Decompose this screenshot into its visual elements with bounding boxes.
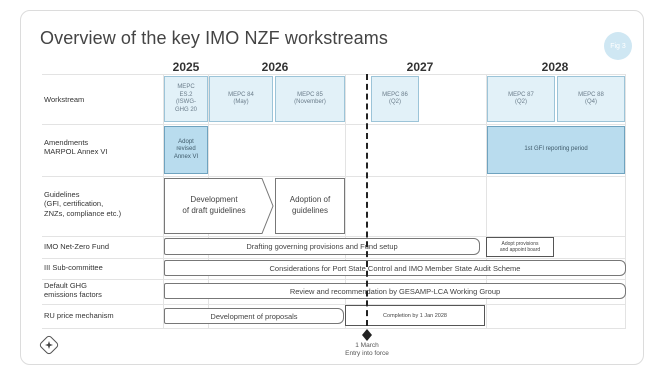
grid-line [486, 74, 487, 329]
grid-line [42, 279, 626, 280]
gesamp-lca-bar: Review and recommendation by GESAMP-LCA … [164, 283, 626, 299]
row-label-fund: IMO Net-Zero Fund [44, 242, 110, 251]
mepc-85-cell: MEPC 85(November) [275, 76, 345, 122]
mepc-87-cell: MEPC 87(Q2) [487, 76, 555, 122]
row-label-ru: RU price mechanism [44, 311, 114, 320]
gfi-reporting-period-cell: 1st GFI reporting period [487, 126, 625, 174]
grid-line [42, 304, 626, 305]
mepc-86-cell: MEPC 86(Q2) [371, 76, 419, 122]
year-2028: 2028 [541, 60, 569, 74]
mepc-84-cell: MEPC 84(May) [209, 76, 273, 122]
grid-line [42, 176, 626, 177]
year-2027: 2027 [406, 60, 434, 74]
grid-line [42, 328, 626, 329]
grid-line [42, 74, 626, 75]
year-2026: 2026 [261, 60, 289, 74]
drafting-fund-setup-bar: Drafting governing provisions and Fund s… [164, 238, 480, 255]
row-label-guidelines: Guidelines(GFI, certification,ZNZs, comp… [44, 190, 122, 218]
grid-line [42, 124, 626, 125]
year-2025: 2025 [172, 60, 200, 74]
ru-development-bar: Development of proposals [164, 308, 344, 324]
grid-line [163, 74, 164, 329]
development-draft-guidelines-arrow [164, 178, 274, 234]
psc-audit-scheme-bar: Considerations for Port State Control an… [164, 260, 626, 276]
diamond-marker-icon [362, 329, 372, 341]
entry-into-force-line [366, 74, 368, 326]
page-title: Overview of the key IMO NZF workstreams [40, 28, 388, 48]
grid-line [625, 74, 626, 329]
grid-line [345, 74, 346, 329]
grid-line [42, 258, 626, 259]
mepc-88-cell: MEPC 88(Q4) [557, 76, 625, 122]
row-label-iii: III Sub-committee [44, 263, 103, 272]
ru-completion-box: Completion by 1 Jan 2028 [345, 305, 485, 326]
diamond-star-icon [39, 335, 59, 355]
figure-badge: Fig 3 [604, 32, 632, 60]
row-label-workstream: Workstream [44, 95, 85, 104]
grid-line [42, 236, 626, 237]
